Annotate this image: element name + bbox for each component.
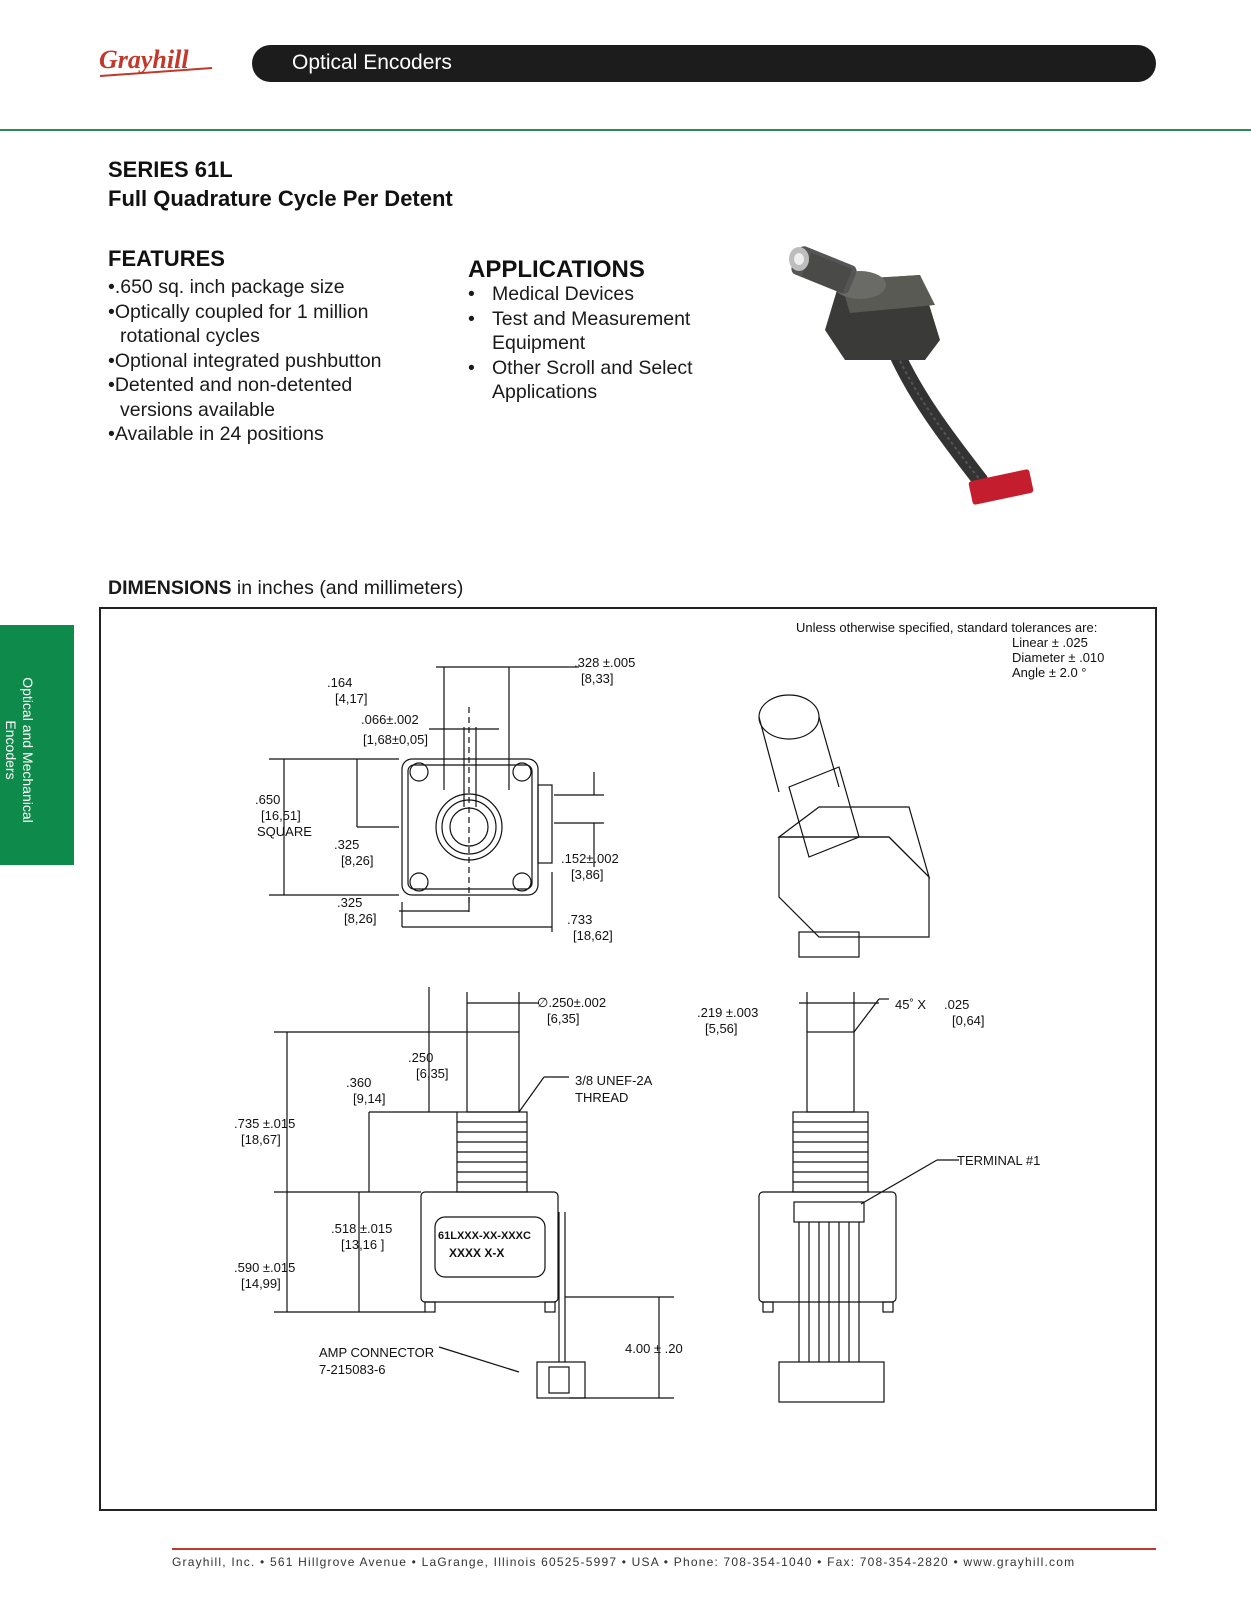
dim-label: [6,35] [416, 1066, 449, 1081]
side-tab-label: Optical and Mechanical Encoders [3, 677, 36, 823]
dim-label: [18,67] [241, 1132, 281, 1147]
dim-label: .219 ±.003 [697, 1005, 758, 1020]
application-item: Other Scroll and Select Applications [468, 356, 728, 405]
dim-label: [13,16 ] [341, 1237, 384, 1252]
grayhill-logo: Grayhill [99, 45, 213, 77]
header-banner [252, 45, 1156, 82]
dimensions-heading: DIMENSIONS in inches (and millimeters) [108, 577, 464, 599]
dim-label: [8,26] [344, 911, 377, 926]
application-item: Medical Devices [468, 282, 728, 307]
features-list: .650 sq. inch package size Optically cou… [108, 275, 428, 447]
dim-label: [18,62] [573, 928, 613, 943]
connector-part: 7-215083-6 [319, 1362, 386, 1377]
side-tab [0, 625, 74, 865]
dimension-drawing: Unless otherwise specified, standard tol… [234, 620, 1104, 1403]
dim-label: .360 [346, 1075, 371, 1090]
svg-text:Grayhill: Grayhill [99, 45, 189, 74]
dim-label: [9,14] [353, 1091, 386, 1106]
dimensions-frame [99, 607, 1157, 1511]
part-number: 61LXXX-XX-XXXC [438, 1230, 531, 1242]
tolerance-angle: Angle ± 2.0 ° [1012, 665, 1087, 680]
connector-label: AMP CONNECTOR [319, 1345, 434, 1360]
footer-contact: Grayhill, Inc. • 561 Hillgrove Avenue • … [172, 1555, 1076, 1569]
feature-item: Available in 24 positions [108, 422, 428, 447]
terminal-label: TERMINAL #1 [957, 1153, 1040, 1168]
dim-label: ∅.250±.002 [537, 995, 606, 1010]
dim-label: [3,86] [571, 867, 604, 882]
dim-label: 4.00 ± .20 [625, 1341, 683, 1356]
footer-rule [172, 1548, 1156, 1550]
dim-label: [5,56] [705, 1021, 738, 1036]
feature-item: Detented and non-detented versions avail… [108, 373, 428, 422]
dim-label: .025 [944, 997, 969, 1012]
feature-item: .650 sq. inch package size [108, 275, 428, 300]
application-item: Test and Measurement Equipment [468, 307, 728, 356]
dim-label: .325 [334, 837, 359, 852]
feature-item: Optically coupled for 1 million rotation… [108, 300, 428, 349]
dim-label: [8,33] [581, 671, 614, 686]
dim-label: .152±.002 [561, 851, 619, 866]
tolerance-diameter: Diameter ± .010 [1012, 650, 1104, 665]
series-subtitle: Full Quadrature Cycle Per Detent [108, 186, 453, 211]
dim-label: [0,64] [952, 1013, 985, 1028]
dim-label: SQUARE [257, 824, 312, 839]
dim-label: [16,51] [261, 808, 301, 823]
part-code: XXXX X-X [449, 1246, 504, 1260]
dim-label: [6,35] [547, 1011, 580, 1026]
dim-label: .325 [337, 895, 362, 910]
dim-label: [1,68±0,05] [363, 732, 428, 747]
features-heading: FEATURES [108, 246, 225, 271]
dim-label: .328 ±.005 [574, 655, 635, 670]
feature-item: Optional integrated pushbutton [108, 349, 428, 374]
dim-label: [14,99] [241, 1276, 281, 1291]
dim-label: .518 ±.015 [331, 1221, 392, 1236]
dim-label: .733 [567, 912, 592, 927]
dim-label: .590 ±.015 [234, 1260, 295, 1275]
dim-label: .250 [408, 1050, 433, 1065]
dim-label: .066±.002 [361, 712, 419, 727]
applications-list: Medical Devices Test and Measurement Equ… [468, 282, 728, 405]
dim-label: .735 ±.015 [234, 1116, 295, 1131]
applications-heading: APPLICATIONS [468, 256, 645, 283]
dim-label: [4,17] [335, 691, 368, 706]
banner-title: Optical Encoders [292, 51, 452, 74]
tolerance-intro: Unless otherwise specified, standard tol… [796, 620, 1097, 635]
header-rule [0, 129, 1251, 131]
thread-label: THREAD [575, 1090, 628, 1105]
product-photo [789, 246, 1034, 505]
thread-label: 3/8 UNEF-2A [575, 1073, 653, 1088]
dim-label: [8,26] [341, 853, 374, 868]
dim-label: .650 [255, 792, 280, 807]
dim-label: .164 [327, 675, 352, 690]
series-title: SERIES 61L [108, 157, 233, 182]
tolerance-linear: Linear ± .025 [1012, 635, 1088, 650]
dim-label: 45˚ X [895, 997, 926, 1012]
